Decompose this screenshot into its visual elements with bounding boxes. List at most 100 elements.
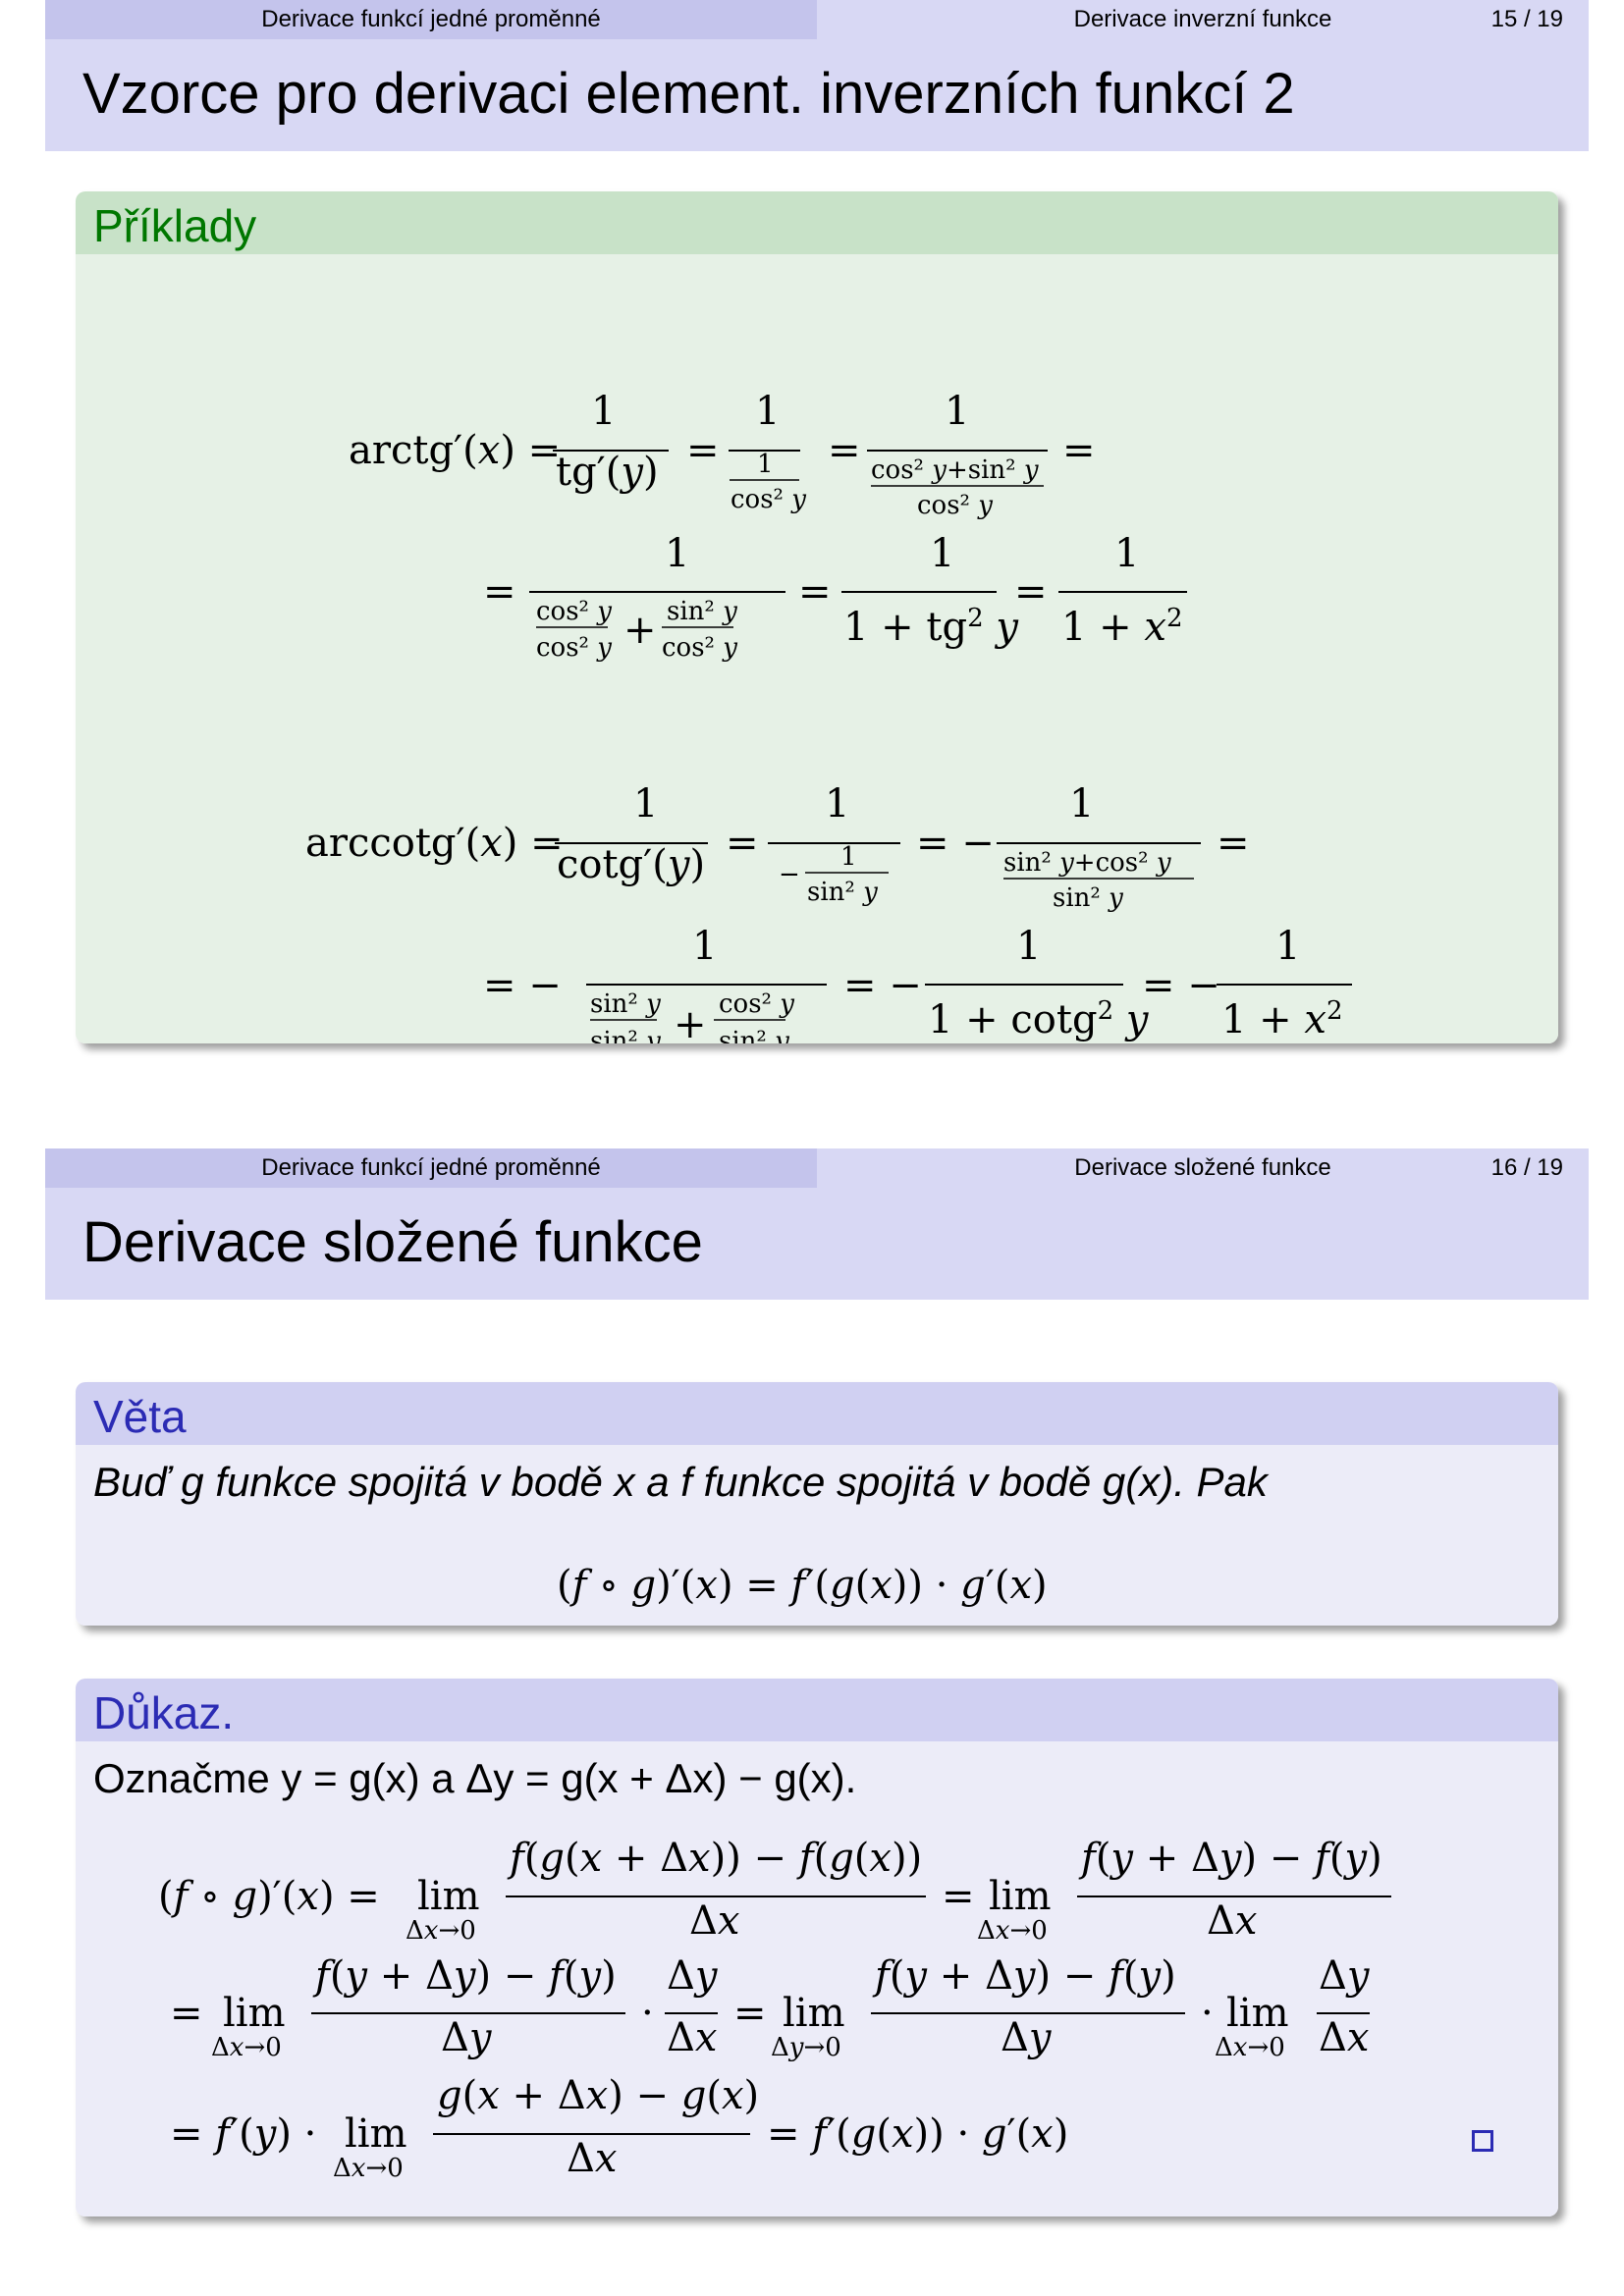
svg-text:−: −: [779, 860, 800, 889]
examples-formulas: arctg′(x) = 1 tg′(y) = 1 1 cos² y = 1 co…: [305, 389, 1352, 1043]
svg-text:cos² y: cos² y: [917, 491, 993, 520]
svg-text:f(g(x + Δx)) − f(g(x)): f(g(x + Δx)) − f(g(x)): [507, 1836, 922, 1881]
svg-text:Δx: Δx: [567, 2136, 617, 2181]
svg-text:=: =: [1217, 821, 1250, 866]
svg-text:lim: lim: [1226, 1991, 1289, 2036]
proof-intro: Označme y = g(x) a Δy = g(x + Δx) − g(x)…: [93, 1755, 857, 1801]
proof-formulas: (f ∘ g)′(x) = lim Δx→0 f(g(x + Δx)) − f(…: [158, 1836, 1391, 2183]
block-title: Příklady: [93, 200, 257, 251]
svg-text:1: 1: [1016, 924, 1041, 969]
svg-text:lim: lim: [345, 2111, 407, 2157]
svg-text:= f′(y) ·: = f′(y) ·: [170, 2111, 316, 2157]
svg-text:1: 1: [930, 531, 954, 576]
svg-text:Δy: Δy: [1001, 2015, 1053, 2060]
svg-text:cotg′(y): cotg′(y): [557, 842, 705, 887]
svg-text:=: =: [1014, 569, 1048, 614]
svg-text:=: =: [1062, 428, 1096, 473]
theorem-formula: (f ∘ g)′(x) = f′(g(x)) · g′(x): [557, 1563, 1048, 1608]
svg-text:Δx→0: Δx→0: [977, 1916, 1048, 1946]
proof-block: Důkaz. Označme y = g(x) a Δy = g(x + Δx)…: [76, 1679, 1558, 2216]
svg-text:1: 1: [1275, 924, 1300, 969]
svg-text:1: 1: [1114, 531, 1139, 576]
page-number: 15 / 19: [1490, 6, 1563, 32]
qed-square-icon: [1472, 2130, 1493, 2152]
svg-text:lim: lim: [417, 1874, 480, 1919]
svg-text:1: 1: [692, 924, 717, 969]
section-title: Derivace funkcí jedné proměnné: [261, 1154, 601, 1181]
svg-text:f(y + Δy) − f(y): f(y + Δy) − f(y): [312, 1953, 617, 1999]
subsection-title: Derivace inverzní funkce: [1073, 6, 1332, 32]
svg-text:1: 1: [757, 450, 774, 479]
svg-text:cos² y: cos² y: [662, 633, 737, 663]
svg-text:Δx→0: Δx→0: [1215, 2033, 1285, 2062]
slide-title: Vzorce pro derivaci element. inverzních …: [82, 62, 1295, 126]
svg-text:sin² y: sin² y: [1053, 883, 1123, 913]
svg-text:f(y + Δy) − f(y): f(y + Δy) − f(y): [872, 1953, 1176, 1999]
svg-text:g(x + Δx) − g(x): g(x + Δx) − g(x): [437, 2073, 759, 2118]
svg-text:sin² y: sin² y: [590, 1027, 661, 1043]
svg-text:=: =: [726, 821, 759, 866]
svg-text:Δx: Δx: [1207, 1898, 1257, 1944]
svg-text:=: =: [733, 1991, 767, 2036]
svg-text:sin² y: sin² y: [719, 1027, 789, 1043]
svg-text:arctg′(x) =: arctg′(x) =: [349, 428, 561, 473]
svg-text:= −: = −: [916, 821, 995, 866]
svg-text:Δx: Δx: [667, 2015, 717, 2060]
svg-text:lim: lim: [989, 1874, 1052, 1919]
svg-text:Δx→0: Δx→0: [211, 2033, 282, 2062]
svg-text:arccotg′(x) =: arccotg′(x) =: [305, 821, 564, 866]
svg-text:= f′(g(x)) · g′(x): = f′(g(x)) · g′(x): [767, 2111, 1068, 2157]
svg-text:=: =: [828, 428, 861, 473]
svg-text:=: =: [686, 428, 720, 473]
svg-text:sin² y: sin² y: [807, 878, 878, 907]
block-title: Důkaz.: [93, 1687, 235, 1738]
svg-text:1: 1: [945, 389, 969, 434]
svg-text:lim: lim: [223, 1991, 286, 2036]
svg-text:+: +: [674, 1002, 707, 1043]
svg-text:1: 1: [591, 389, 616, 434]
svg-text:sin² y: sin² y: [590, 989, 661, 1019]
svg-text:1: 1: [755, 389, 780, 434]
theorem-block: Věta Buď g funkce spojitá v bodě x a f f…: [76, 1382, 1558, 1626]
svg-text:1: 1: [1069, 781, 1094, 827]
svg-text:Δx→0: Δx→0: [406, 1916, 476, 1946]
svg-text:Δx: Δx: [1319, 2015, 1369, 2060]
examples-block: Příklady arctg′(x) = 1 tg′(y) = 1 1 cos²…: [76, 191, 1558, 1043]
section-title: Derivace funkcí jedné proměnné: [261, 6, 601, 32]
svg-text:cos² y: cos² y: [719, 989, 794, 1019]
svg-text:cos² y: cos² y: [731, 485, 806, 514]
svg-text:= −: = −: [843, 963, 922, 1008]
svg-text:cos² y+sin² y: cos² y+sin² y: [871, 455, 1039, 485]
svg-text:·: ·: [641, 1991, 654, 2036]
svg-text:f(y + Δy) − f(y): f(y + Δy) − f(y): [1078, 1836, 1382, 1881]
svg-text:cos² y: cos² y: [536, 633, 612, 663]
svg-text:1 + x2: 1 + x2: [1061, 604, 1183, 650]
svg-text:Δx: Δx: [689, 1898, 739, 1944]
svg-text:lim: lim: [783, 1991, 845, 2036]
svg-text:= −: = −: [1142, 963, 1220, 1008]
svg-text:1: 1: [633, 781, 658, 827]
svg-text:=: =: [483, 569, 516, 614]
svg-text:Δy→0: Δy→0: [771, 2033, 841, 2062]
block-title: Věta: [93, 1391, 187, 1442]
svg-text:1 + tg2 y: 1 + tg2 y: [843, 604, 1019, 650]
svg-text:1: 1: [665, 531, 689, 576]
svg-text:= −: = −: [483, 963, 562, 1008]
svg-text:(f ∘ g)′(x) =: (f ∘ g)′(x) =: [158, 1874, 380, 1919]
svg-text:1 + cotg2 y: 1 + cotg2 y: [928, 996, 1150, 1042]
theorem-text: Buď g funkce spojitá v bodě x a f funkce…: [93, 1459, 1268, 1505]
svg-text:Δy: Δy: [441, 2015, 493, 2060]
slide-title: Derivace složené funkce: [82, 1210, 703, 1274]
svg-text:=: =: [170, 1991, 203, 2036]
title-bar: Vzorce pro derivaci element. inverzních …: [45, 39, 1589, 151]
title-bar: Derivace složené funkce: [45, 1188, 1589, 1300]
header-bar: Derivace funkcí jedné proměnné Derivace …: [45, 0, 1589, 39]
svg-text:1 + x2: 1 + x2: [1221, 996, 1343, 1042]
svg-text:sin² y: sin² y: [667, 597, 737, 626]
svg-text:tg′(y): tg′(y): [556, 450, 659, 495]
svg-text:=: =: [942, 1874, 975, 1919]
svg-text:+: +: [623, 608, 657, 653]
svg-text:=: =: [798, 569, 832, 614]
svg-text:(f ∘ g)′(x) = f′(g(x)) · g′(x): (f ∘ g)′(x) = f′(g(x)) · g′(x): [557, 1563, 1048, 1608]
svg-text:sin² y+cos² y: sin² y+cos² y: [1003, 848, 1171, 878]
